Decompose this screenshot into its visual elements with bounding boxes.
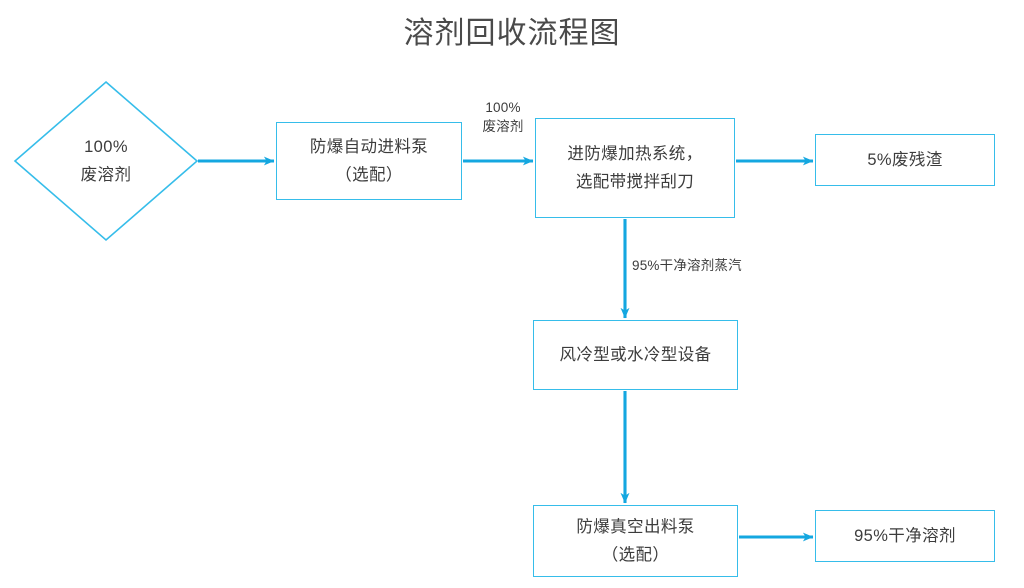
page-title: 溶剂回收流程图	[403, 17, 621, 50]
node-waste-residue-line-1: 5%废残渣	[867, 150, 943, 169]
node-waste-solvent-line-2: 废溶剂	[80, 166, 132, 184]
node-waste-residue[interactable]: 5%废残渣	[815, 134, 995, 186]
node-heating-system-line-1: 进防爆加热系统，	[567, 144, 703, 163]
node-feed-pump[interactable]: 防爆自动进料泵 （选配）	[276, 122, 462, 200]
node-feed-pump-line-2: （选配）	[335, 166, 403, 184]
node-discharge-pump-line-2: （选配）	[601, 546, 670, 564]
node-waste-solvent-line-1: 100%	[84, 137, 128, 156]
edge-label-heating-to-condenser: 95%干净溶剂蒸汽	[632, 258, 742, 273]
node-heating-system[interactable]: 进防爆加热系统， 选配带搅拌刮刀	[535, 118, 735, 218]
edge-label-pump-to-heating-line-1: 100%	[485, 100, 521, 115]
edge-label-pump-to-heating: 100% 废溶剂	[468, 98, 538, 136]
node-clean-solvent[interactable]: 95%干净溶剂	[815, 510, 995, 562]
node-waste-solvent[interactable]: 100% 废溶剂	[15, 82, 197, 240]
node-discharge-pump-line-1: 防爆真空出料泵	[576, 517, 695, 536]
node-condenser-equipment-line-1: 风冷型或水冷型设备	[559, 345, 712, 364]
edge-label-pump-to-heating-line-2: 废溶剂	[482, 119, 524, 135]
node-waste-solvent-text: 100% 废溶剂	[15, 82, 197, 240]
node-clean-solvent-line-1: 95%干净溶剂	[854, 526, 956, 545]
node-condenser-equipment[interactable]: 风冷型或水冷型设备	[533, 320, 738, 390]
node-discharge-pump[interactable]: 防爆真空出料泵 （选配）	[533, 505, 738, 577]
node-feed-pump-line-1: 防爆自动进料泵	[309, 137, 429, 156]
node-heating-system-line-2: 选配带搅拌刮刀	[575, 173, 695, 191]
